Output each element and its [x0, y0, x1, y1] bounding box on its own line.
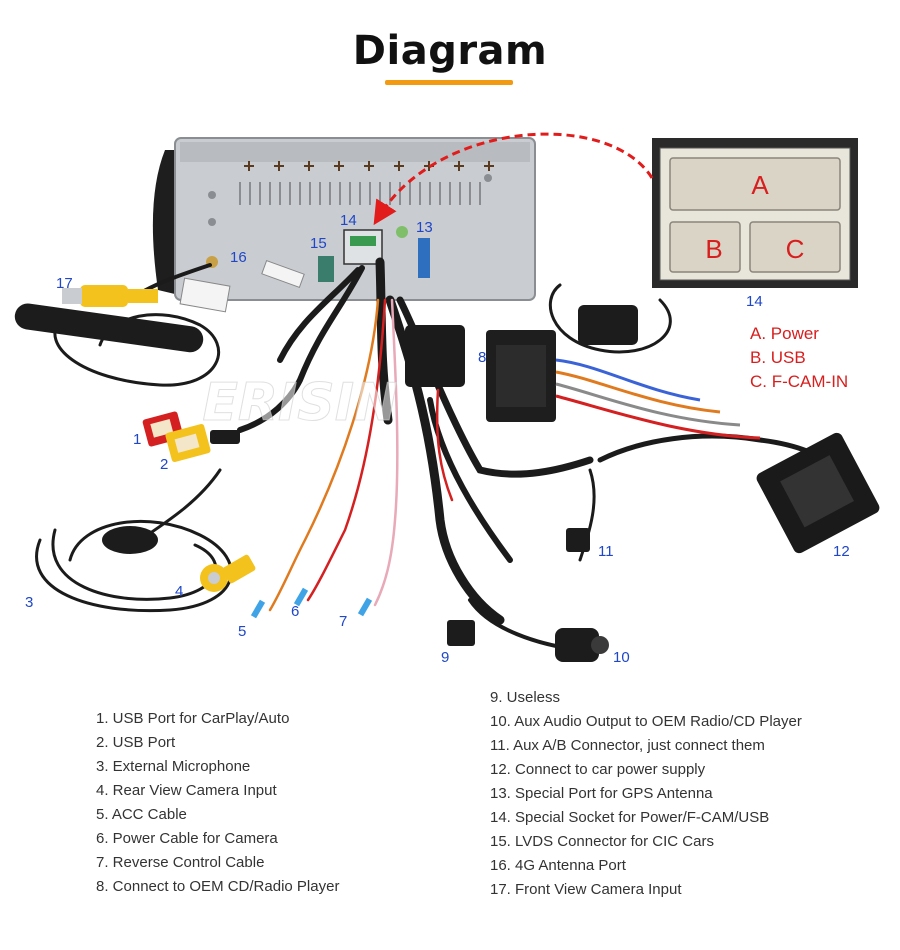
rca-front-camera [62, 285, 158, 307]
wiring-diagram: A B C ERISIN A. Power B. USB C. F-CAM-IN… [14, 132, 880, 666]
list-item: 4. Rear View Camera Input [96, 782, 277, 799]
callout-9: 9 [441, 649, 449, 666]
rear-ports [179, 226, 430, 313]
list-item: 12. Connect to car power supply [490, 761, 706, 778]
callout-1: 1 [133, 431, 141, 448]
callout-4: 4 [175, 583, 183, 600]
list-item: 9. Useless [490, 689, 561, 706]
aux-jack-10 [555, 628, 609, 662]
antenna-module [14, 303, 204, 353]
connector-8 [486, 330, 761, 440]
callout-14-inset: 14 [746, 293, 763, 310]
screw-row [244, 161, 494, 171]
callout-3: 3 [25, 594, 33, 611]
gps-antenna [578, 305, 638, 345]
wire-tips [250, 587, 373, 619]
page-title: Diagram [352, 28, 548, 74]
callout-13: 13 [416, 219, 433, 236]
callout-12: 12 [833, 543, 850, 560]
pointer-arrow [373, 132, 654, 226]
connector-inset: A B C [652, 138, 858, 288]
junction-box [405, 325, 465, 387]
list-item: 10. Aux Audio Output to OEM Radio/CD Pla… [490, 713, 802, 730]
callout-10: 10 [613, 649, 630, 666]
callout-8: 8 [478, 349, 486, 366]
watermark-text: ERISIN [202, 373, 397, 433]
callout-11: 11 [598, 543, 614, 560]
microphone [102, 526, 158, 554]
list-item: 2. USB Port [96, 734, 176, 751]
list-item: 6. Power Cable for Camera [96, 830, 278, 847]
usb-ports [142, 411, 211, 462]
connector-12 [756, 432, 880, 554]
list-item: 8. Connect to OEM CD/Radio Player [96, 878, 340, 895]
list-item: 13. Special Port for GPS Antenna [490, 785, 713, 802]
rca-rear-camera [200, 554, 256, 592]
list-item: 15. LVDS Connector for CIC Cars [490, 833, 714, 850]
callout-2: 2 [160, 456, 168, 473]
callout-5: 5 [238, 623, 246, 640]
list-item: 7. Reverse Control Cable [96, 854, 265, 871]
callout-6: 6 [291, 603, 299, 620]
description-list-left: 1. USB Port for CarPlay/Auto 2. USB Port… [96, 707, 339, 899]
connector-9 [447, 620, 475, 646]
list-item: 11. Aux A/B Connector, just connect them [490, 737, 765, 754]
legend-power: A. Power [750, 324, 819, 343]
callout-14: 14 [340, 212, 357, 229]
callout-17: 17 [56, 275, 73, 292]
title-underline [385, 80, 513, 85]
list-item: 1. USB Port for CarPlay/Auto [96, 710, 290, 727]
list-item: 5. ACC Cable [96, 806, 187, 823]
callout-7: 7 [339, 613, 347, 630]
list-item: 16. 4G Antenna Port [490, 857, 626, 874]
cable-harness [35, 257, 843, 652]
thin-wires [268, 298, 454, 612]
legend-usb: B. USB [750, 348, 806, 367]
callout-15: 15 [310, 235, 327, 252]
connector-letter-a: A [751, 170, 769, 200]
head-unit [152, 137, 536, 313]
list-item: 14. Special Socket for Power/F-CAM/USB [490, 809, 770, 826]
callout-16: 16 [230, 249, 247, 266]
connector-letter-b: B [705, 234, 722, 264]
list-item: 3. External Microphone [96, 758, 251, 775]
connector-11 [566, 528, 590, 552]
legend-fcam: C. F-CAM-IN [750, 372, 848, 391]
list-item: 17. Front View Camera Input [490, 881, 682, 898]
connector-letter-c: C [786, 234, 805, 264]
description-list-right: 9. Useless 10. Aux Audio Output to OEM R… [490, 686, 802, 902]
audio-plug [210, 430, 240, 444]
